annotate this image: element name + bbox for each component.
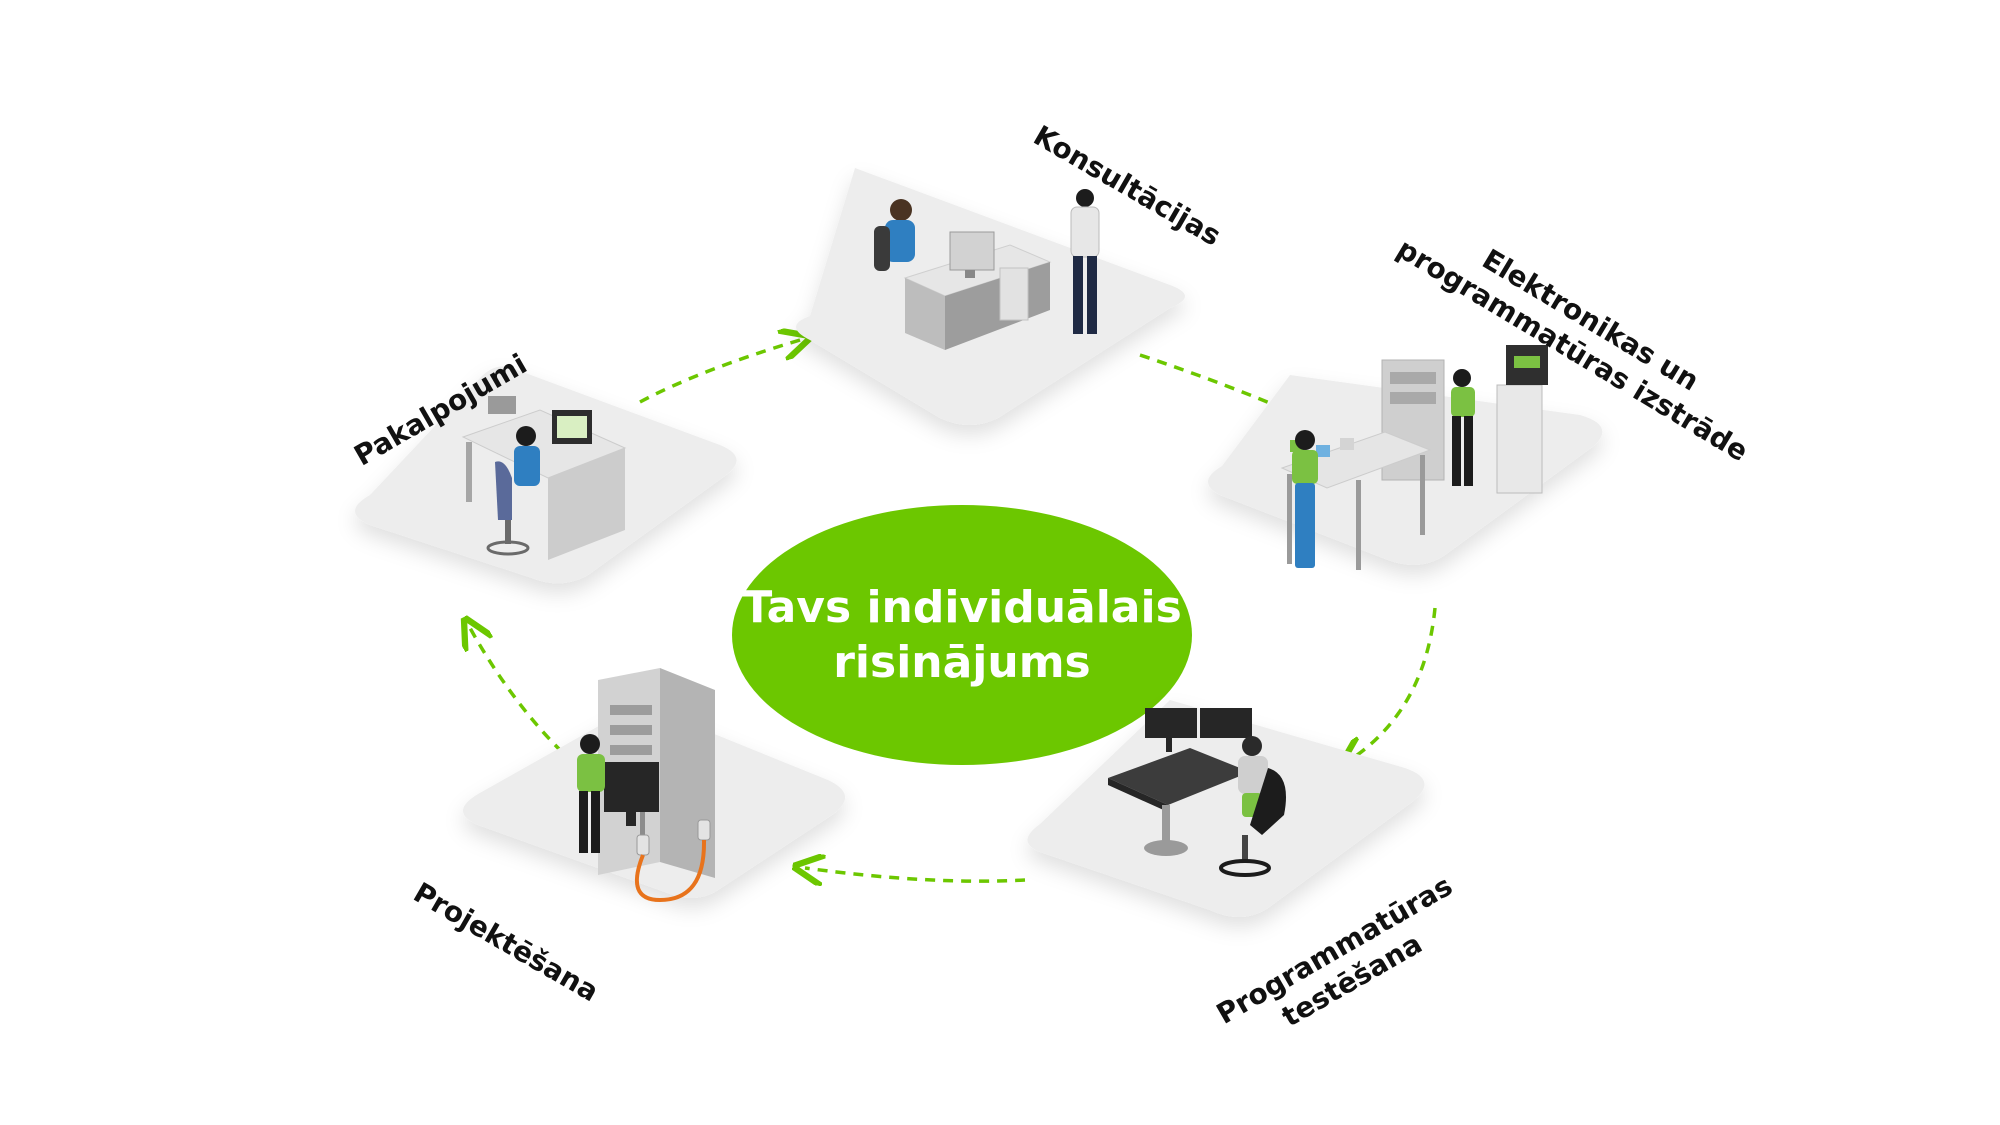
center-label: Tavs individuālais risinājums: [732, 550, 1192, 720]
cycle-arrows: [470, 340, 1437, 881]
station-development: [1207, 345, 1603, 570]
lab-scene: [1280, 345, 1548, 570]
center-label-line1: Tavs individuālais: [742, 582, 1182, 633]
platform: [1027, 700, 1425, 918]
center-label-line2: risinājums: [833, 637, 1091, 688]
office-scene: [461, 396, 627, 560]
arrow-testing-to-design: [805, 868, 1026, 881]
orange-cable: [634, 839, 707, 903]
station-consultations: [796, 168, 1185, 425]
arrow-design-to-services: [470, 628, 564, 754]
cabinet-scene: [577, 668, 715, 903]
arrow-consultations-to-development: [1139, 353, 1310, 420]
arrow-development-to-testing: [1350, 607, 1437, 760]
desk-scene: [874, 189, 1100, 350]
station-testing: [1027, 700, 1425, 918]
arrow-services-to-consultations: [639, 340, 800, 404]
station-services: [355, 366, 737, 584]
center-ellipse: [732, 505, 1192, 765]
station-design: [463, 668, 846, 903]
workstation-scene: [1108, 708, 1286, 877]
